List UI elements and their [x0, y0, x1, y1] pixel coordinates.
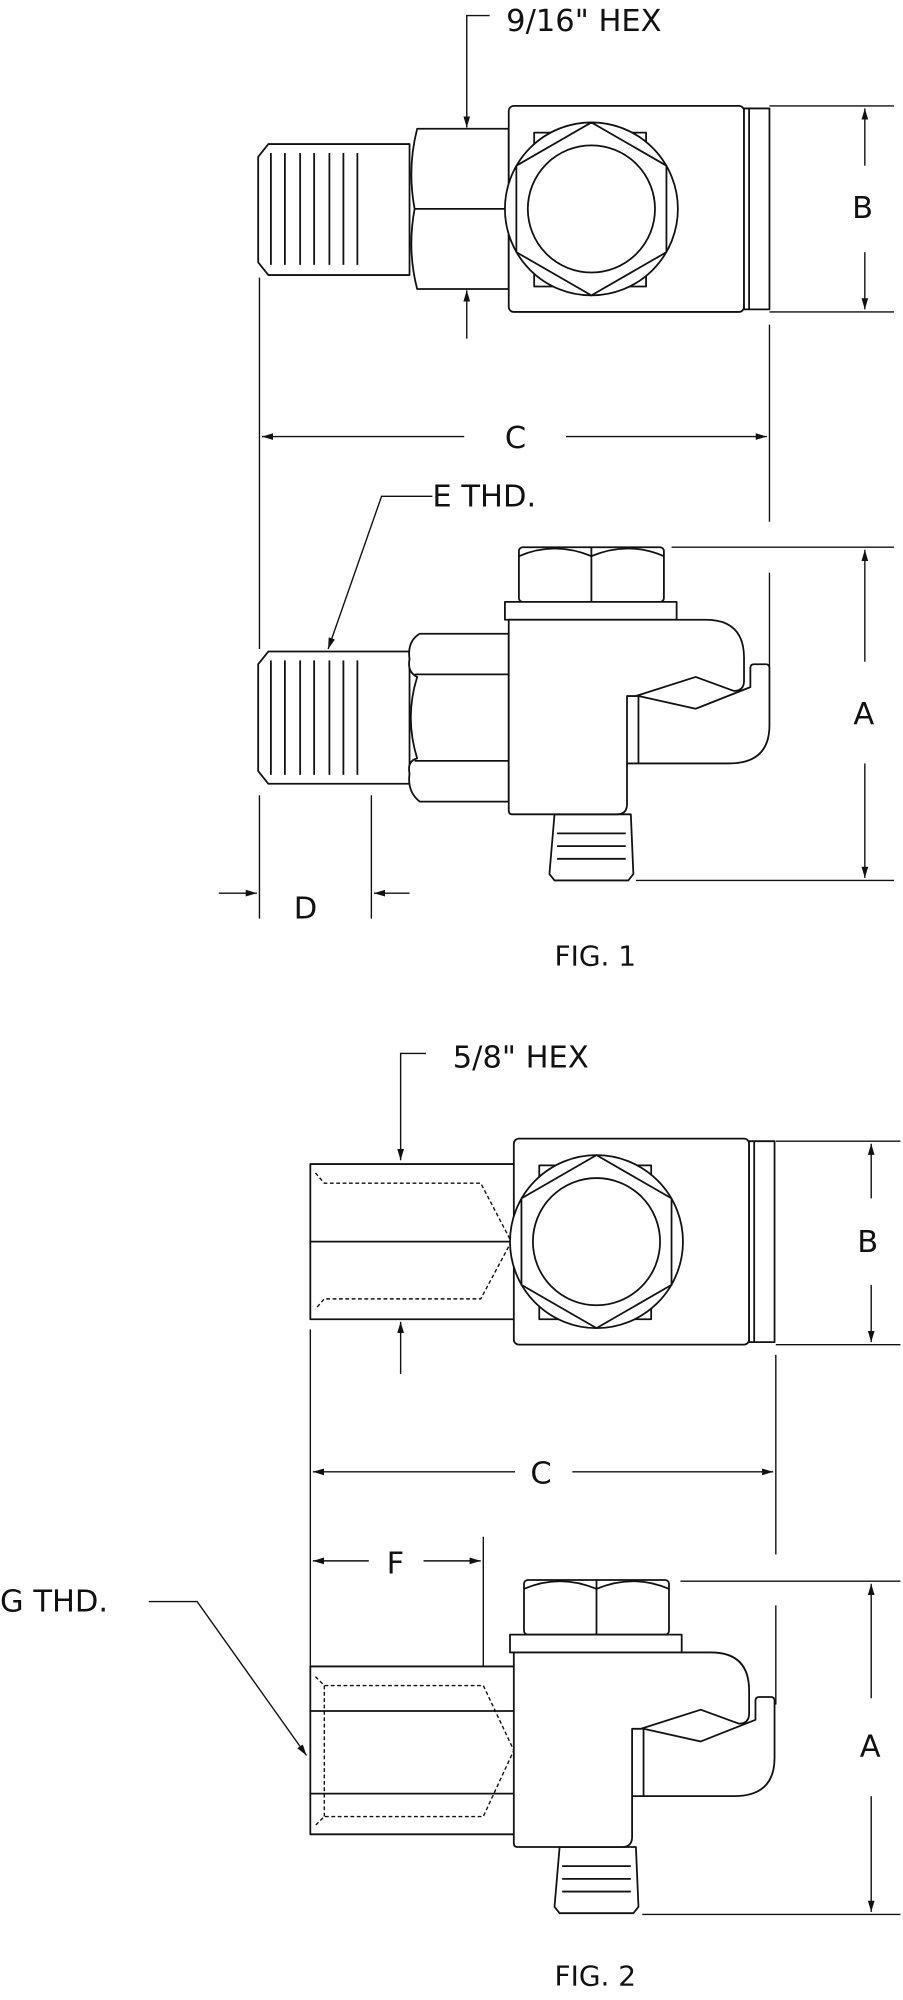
fig2-dim-b: B	[857, 1225, 878, 1260]
fig2-top-view: 5/8" HEX B	[309, 1040, 901, 1374]
fig2-dim-a: A	[860, 1730, 881, 1765]
fig2-hex-callout: 5/8" HEX	[453, 1040, 589, 1075]
fig2-dim-f: F	[387, 1547, 405, 1582]
fig2-thread-callout: G THD.	[0, 1585, 108, 1620]
fig1-caption: FIG. 1	[555, 940, 637, 973]
fig1-dim-c: C	[505, 421, 526, 456]
fig2-coupling-side	[309, 1665, 518, 1836]
fig2-clamp-body-top	[509, 1137, 776, 1346]
fig2-clamp-side	[509, 1579, 776, 1915]
fig1-thread-callout: E THD.	[432, 480, 536, 515]
fig1-threaded-stud	[257, 143, 411, 276]
fig1-side-view	[257, 546, 771, 882]
fig1-hex-nut-side	[408, 632, 510, 803]
fig1-clamp-side	[504, 546, 771, 882]
figure-1: 9/16" HEX B C E THD.	[218, 4, 895, 973]
fig2-side-view	[309, 1579, 776, 1915]
fig1-threaded-stud-side	[257, 650, 411, 785]
fig2-caption: FIG. 2	[555, 1960, 637, 1993]
fig1-dim-b: B	[852, 191, 873, 226]
fig1-dim-d: D	[294, 892, 318, 927]
fig1-hex-callout: 9/16" HEX	[506, 4, 661, 39]
fig1-clamp-body-top	[504, 105, 771, 313]
figure-2: 5/8" HEX B C F G THD.	[0, 1040, 901, 1993]
fig2-dim-c: C	[530, 1456, 551, 1491]
fig1-top-view: 9/16" HEX B	[257, 4, 895, 339]
fig1-thread-lines	[270, 152, 359, 265]
fig1-dim-a: A	[853, 697, 874, 732]
